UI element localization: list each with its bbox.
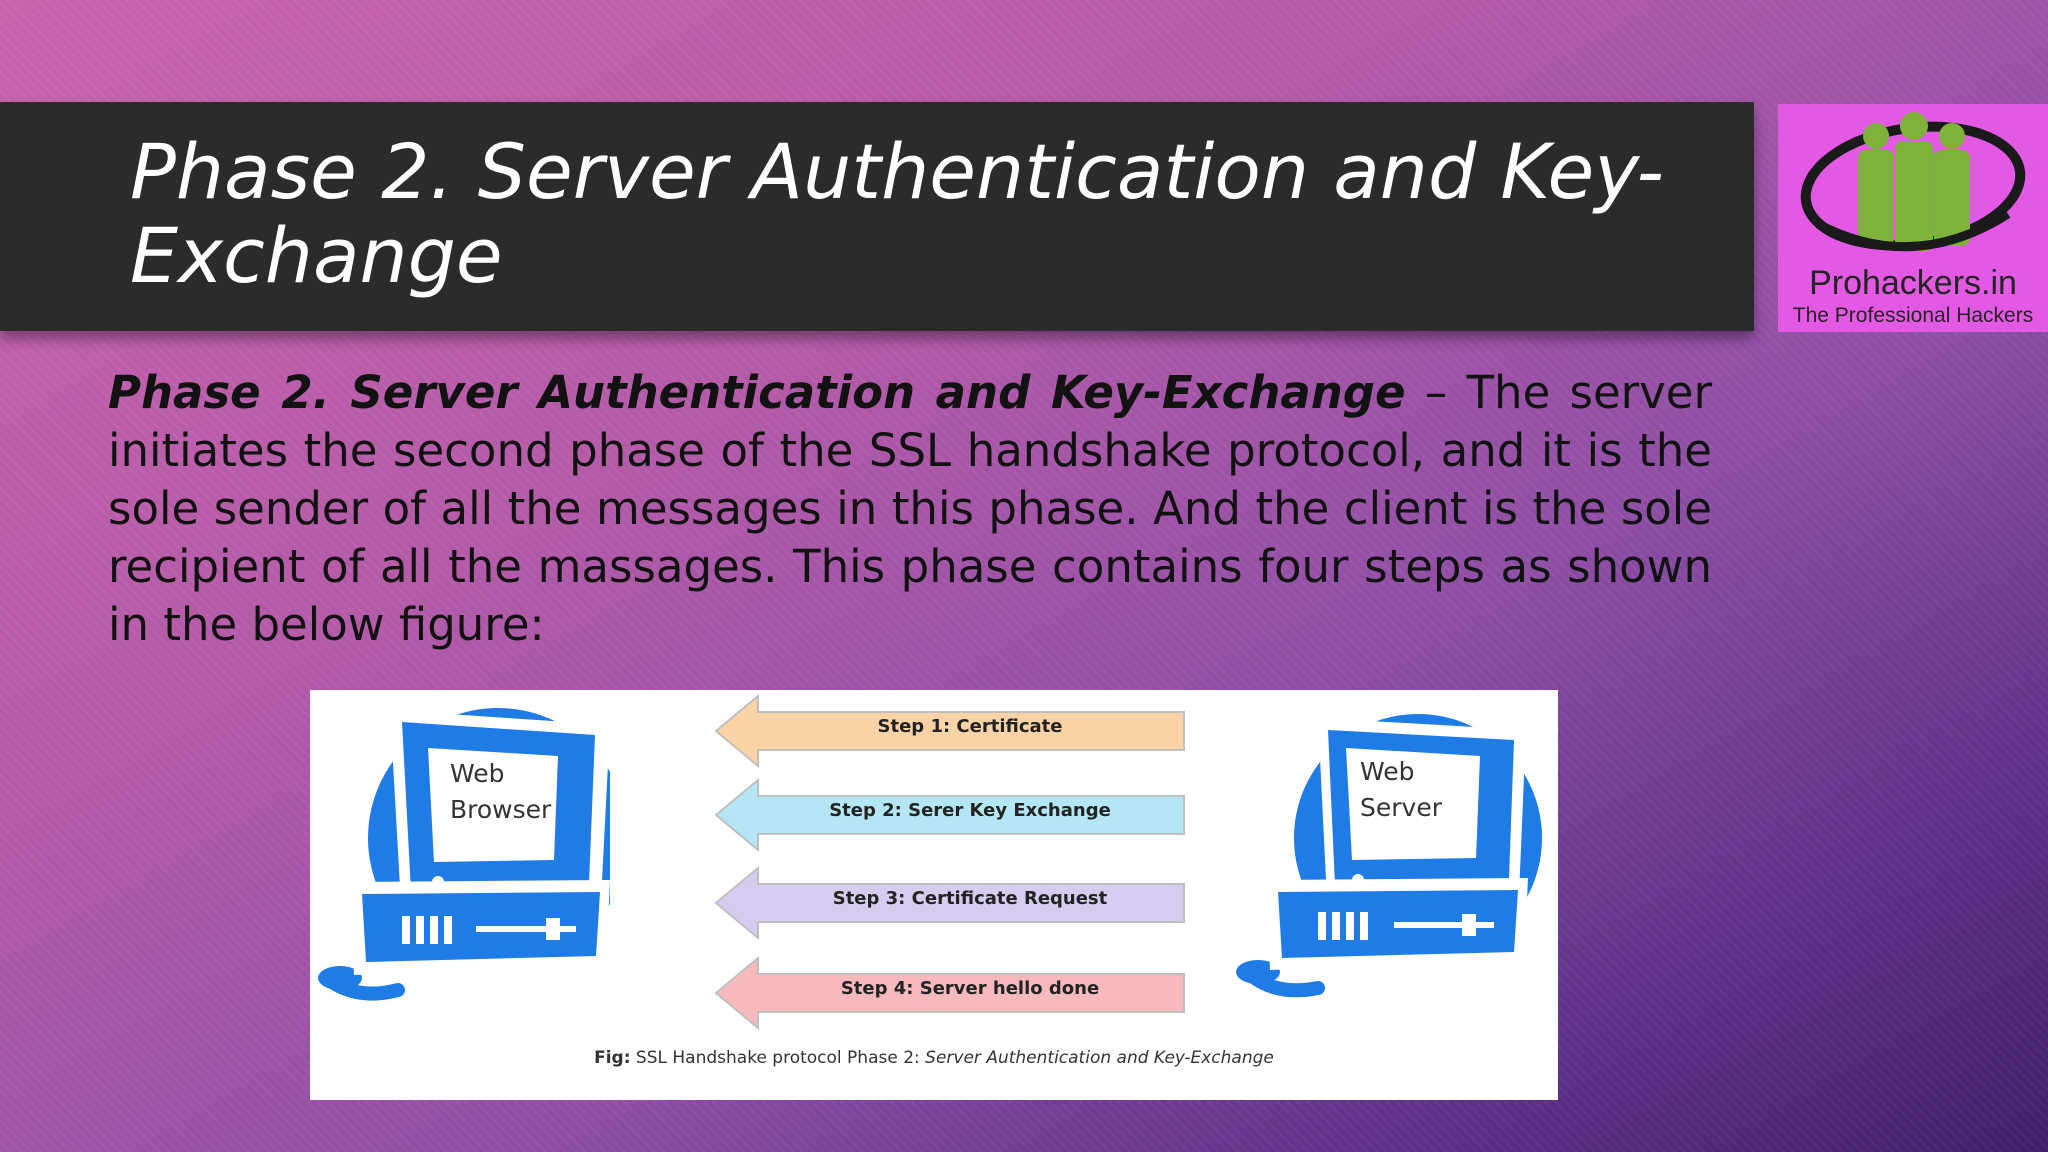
logo-emblem-icon	[1800, 112, 2026, 252]
body-text: – The server initiates the second phase …	[108, 366, 1712, 651]
client-label-line1: Web	[450, 759, 505, 788]
slide-title: Phase 2. Server Authentication and Key-E…	[130, 127, 1664, 300]
server-label: Web Server	[1360, 754, 1442, 826]
step-3-label: Step 3: Certificate Request	[832, 888, 1108, 909]
computer-icon	[318, 708, 628, 1001]
logo-name: Prohackers.in	[1809, 264, 2017, 302]
step-2-arrow: Step 2: Serer Key Exchange	[714, 778, 1186, 852]
caption-emphasis: Server Authentication and Key-Exchange	[925, 1048, 1274, 1068]
handshake-figure: Web Browser Web Server	[310, 690, 1558, 1100]
server-label-line2: Server	[1360, 793, 1442, 822]
figure-caption: Fig: SSL Handshake protocol Phase 2: Ser…	[310, 1048, 1558, 1068]
prohackers-logo: Prohackers.in The Professional Hackers	[1778, 104, 2048, 332]
step-3-arrow: Step 3: Certificate Request	[714, 866, 1186, 940]
caption-text: SSL Handshake protocol Phase 2:	[630, 1048, 926, 1068]
left-arrow-icon	[714, 956, 1185, 1030]
left-arrow-icon	[714, 866, 1185, 940]
computer-icon	[1236, 714, 1542, 998]
title-bar: Phase 2. Server Authentication and Key-E…	[0, 102, 1754, 331]
web-browser-computer: Web Browser	[310, 690, 628, 1020]
step-4-arrow: Step 4: Server hello done	[714, 956, 1186, 1030]
step-2-label: Step 2: Serer Key Exchange	[829, 800, 1111, 821]
step-1-label: Step 1: Certificate	[877, 716, 1063, 737]
left-arrow-icon	[714, 778, 1185, 852]
logo-tagline: The Professional Hackers	[1792, 304, 2034, 327]
left-arrow-icon	[714, 694, 1185, 768]
server-label-line1: Web	[1360, 757, 1415, 786]
body-paragraph: Phase 2. Server Authentication and Key-E…	[108, 364, 1712, 654]
body-lead: Phase 2. Server Authentication and Key-E…	[108, 366, 1406, 419]
client-label: Web Browser	[450, 756, 551, 828]
caption-prefix: Fig:	[594, 1048, 631, 1068]
client-label-line2: Browser	[450, 795, 552, 824]
step-4-label: Step 4: Server hello done	[840, 978, 1100, 999]
web-server-computer: Web Server	[1228, 690, 1558, 1020]
step-1-arrow: Step 1: Certificate	[714, 694, 1186, 768]
